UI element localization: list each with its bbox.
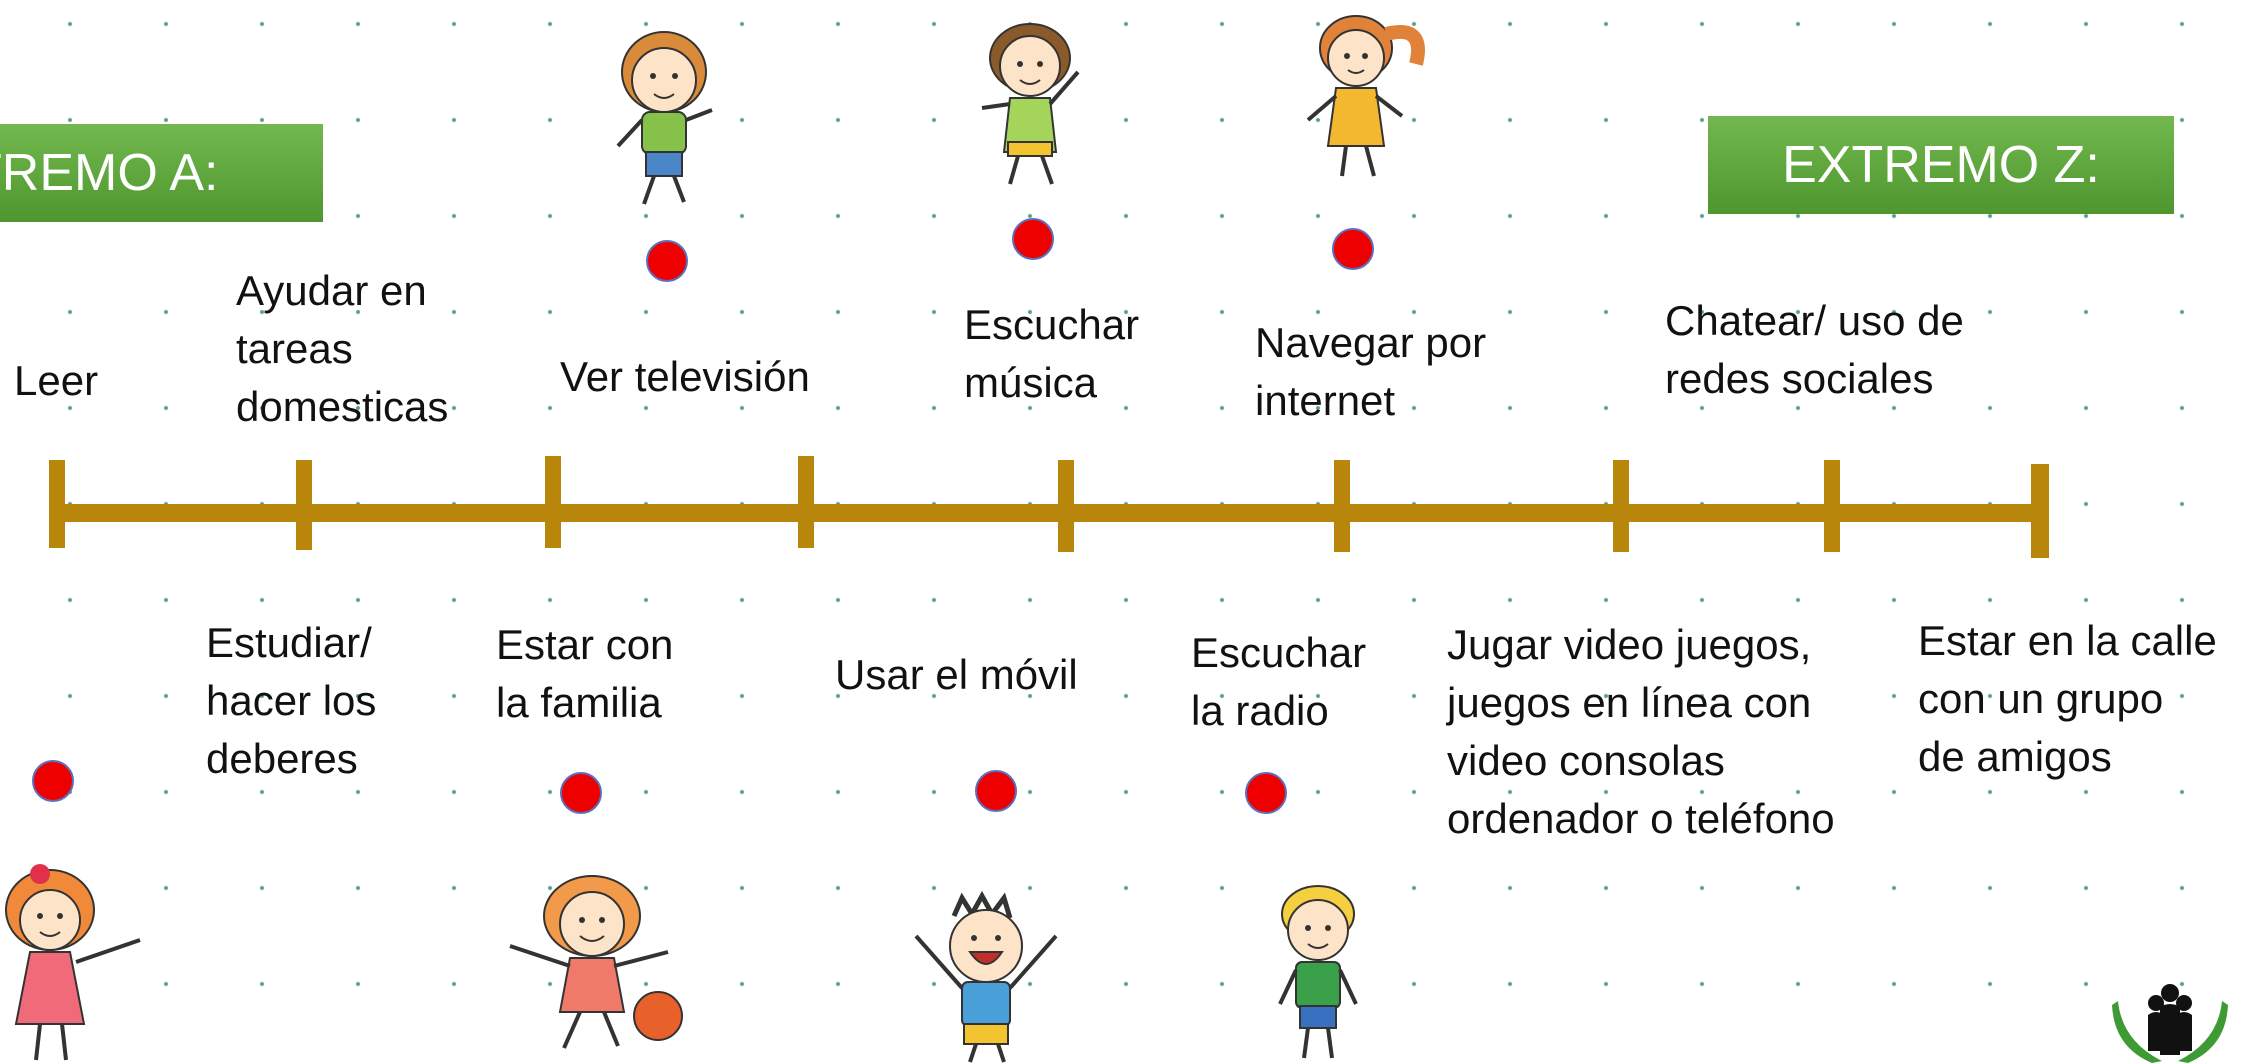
activity-label-movil: Usar el móvil: [835, 651, 1078, 698]
activity-label-leer: Leer: [14, 357, 99, 404]
child-illustration: [914, 890, 1058, 1063]
child-illustration: [981, 23, 1080, 185]
marker-dot: [32, 760, 74, 802]
activity-label-estudiar: Estudiar/ hacer los deberes: [206, 619, 377, 782]
timeline-axis: [49, 456, 2049, 558]
marker-dot: [1012, 218, 1054, 260]
extreme-z-banner: EXTREMO Z:: [1708, 116, 2174, 214]
marker-dot: [1332, 228, 1374, 270]
marker-dot: [1245, 772, 1287, 814]
child-illustration: [5, 864, 141, 1061]
activity-label-ayudar: Ayudar en tareas domesticas: [236, 267, 449, 430]
activity-label-videojuegos: Jugar video juegos, juegos en línea con …: [1447, 621, 1835, 842]
child-illustration: [1278, 885, 1358, 1059]
marker-dot: [560, 772, 602, 814]
marker-dot: [975, 770, 1017, 812]
activity-label-television: Ver televisión: [560, 353, 810, 400]
activity-label-radio: Escuchar la radio: [1191, 629, 1367, 734]
marker-dot: [646, 240, 688, 282]
activity-label-familia: Estar con la familia: [496, 621, 674, 726]
extreme-z-label: EXTREMO Z:: [1782, 136, 2100, 194]
activity-label-musica: Escuchar música: [964, 301, 1140, 406]
activity-label-internet: Navegar por internet: [1255, 319, 1487, 424]
extreme-a-banner: TREMO A:: [0, 124, 323, 222]
child-illustration: [1306, 15, 1425, 177]
activity-label-chatear: Chatear/ uso de redes sociales: [1665, 297, 1964, 402]
child-illustration: [509, 875, 683, 1049]
activity-label-calle: Estar en la calle con un grupo de amigos: [1918, 617, 2217, 780]
child-illustration: [616, 31, 713, 205]
people-logo-icon: [2112, 984, 2228, 1063]
extreme-a-label: TREMO A:: [0, 144, 219, 202]
